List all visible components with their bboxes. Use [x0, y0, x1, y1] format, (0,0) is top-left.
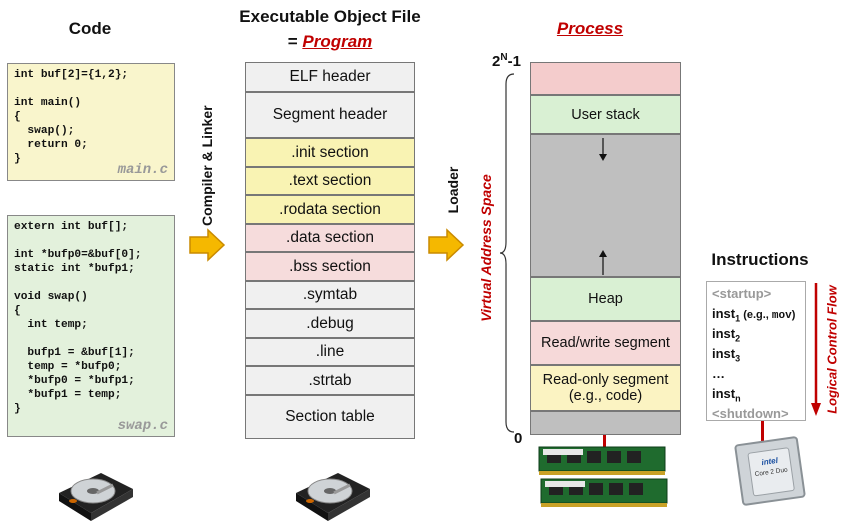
top-address-label: 2N-1 — [492, 52, 521, 70]
instruction-n: instn — [712, 386, 741, 404]
code-line: } — [14, 403, 21, 415]
loader-label: Loader — [445, 166, 461, 214]
heap-grow-up-arrow-icon — [599, 250, 607, 275]
code-line: temp = *bufp0; — [14, 361, 122, 373]
memory-connector-line — [603, 435, 606, 457]
read-only-label: Read-only segment — [542, 372, 669, 388]
code-line: { — [14, 111, 21, 123]
section-symtab: .symtab — [245, 281, 415, 309]
code-line: static int *bufp1; — [14, 263, 135, 275]
control-flow-arrow-icon — [811, 283, 821, 416]
section-text: .text section — [245, 167, 415, 195]
code-line: } — [14, 153, 21, 165]
code-line — [14, 332, 168, 346]
code-line: bufp1 = &buf[1]; — [14, 347, 135, 359]
cpu-model: Core 2 Duo — [754, 466, 789, 479]
hard-disk-icon — [296, 473, 370, 521]
instruction-1: inst1 (e.g., mov) — [712, 306, 796, 324]
memory-read-write-segment: Read/write segment — [530, 321, 681, 365]
section-init: .init section — [245, 138, 415, 167]
instruction-shutdown: <shutdown> — [712, 406, 789, 421]
program-heading: = Program — [255, 32, 405, 52]
code-line: void swap() — [14, 291, 88, 303]
code-line: swap(); — [14, 125, 75, 137]
memory-user-stack: User stack — [530, 95, 681, 134]
logical-control-flow-label: Logical Control Flow — [824, 285, 840, 414]
compiler-arrow-icon — [189, 228, 226, 262]
instruction-ellipsis: … — [712, 366, 725, 381]
stack-grow-down-arrow-icon — [599, 138, 607, 161]
section-line: .line — [245, 338, 415, 366]
code-line: int buf[2]={1,2}; — [14, 69, 129, 81]
code-line: int main() — [14, 97, 82, 109]
swap-c-filename: swap.c — [117, 418, 168, 434]
main-c-code-box: int buf[2]={1,2}; int main() { swap(); r… — [7, 63, 175, 181]
code-line: return 0; — [14, 139, 88, 151]
code-heading: Code — [68, 19, 112, 38]
code-line — [14, 276, 168, 290]
swap-c-code-box: extern int buf[]; int *bufp0=&buf[0]; st… — [7, 215, 175, 437]
instruction-list: <startup> inst1 (e.g., mov) inst2 inst3 … — [706, 281, 806, 421]
code-line — [14, 82, 168, 96]
read-only-example: (e.g., code) — [568, 388, 643, 404]
code-line: *bufp1 = temp; — [14, 389, 122, 401]
cpu-chip-face: intel Core 2 Duo — [747, 447, 795, 497]
code-line: *bufp0 = *bufp1; — [14, 375, 135, 387]
memory-unused-region — [530, 134, 681, 277]
cpu-chip-icon: intel Core 2 Duo — [733, 435, 807, 507]
main-c-filename: main.c — [117, 162, 168, 178]
compiler-linker-label: Compiler & Linker — [199, 105, 215, 226]
object-file-heading: Executable Object File — [239, 7, 421, 26]
memory-kernel-region — [530, 62, 681, 95]
instruction-2: inst2 — [712, 326, 741, 344]
loader-arrow-icon — [428, 228, 465, 262]
section-segment-header: Segment header — [245, 92, 415, 138]
code-line: int *bufp0=&buf[0]; — [14, 249, 142, 261]
section-table: Section table — [245, 395, 415, 439]
cpu-connector-line — [761, 421, 764, 443]
code-line: extern int buf[]; — [14, 221, 129, 233]
instruction-3: inst3 — [712, 346, 741, 364]
ram-module-icon — [538, 446, 668, 507]
section-data: .data section — [245, 224, 415, 252]
instruction-startup: <startup> — [712, 286, 772, 301]
hard-disk-icon — [59, 473, 133, 521]
code-line: int temp; — [14, 319, 88, 331]
code-line: { — [14, 305, 21, 317]
memory-heap: Heap — [530, 277, 681, 321]
equals-sign: = — [287, 32, 303, 51]
program-label: Program — [302, 32, 373, 51]
instructions-heading: Instructions — [711, 250, 809, 269]
virtual-address-space-label: Virtual Address Space — [478, 174, 494, 322]
section-debug: .debug — [245, 309, 415, 338]
memory-bottom-region — [530, 411, 681, 435]
section-elf-header: ELF header — [245, 62, 415, 92]
bottom-address-label: 0 — [514, 430, 523, 447]
section-rodata: .rodata section — [245, 195, 415, 224]
section-strtab: .strtab — [245, 366, 415, 395]
section-bss: .bss section — [245, 252, 415, 281]
process-heading: Process — [556, 19, 624, 38]
memory-read-only-segment: Read-only segment (e.g., code) — [530, 365, 681, 411]
code-line — [14, 234, 168, 248]
address-space-brace — [499, 73, 515, 433]
